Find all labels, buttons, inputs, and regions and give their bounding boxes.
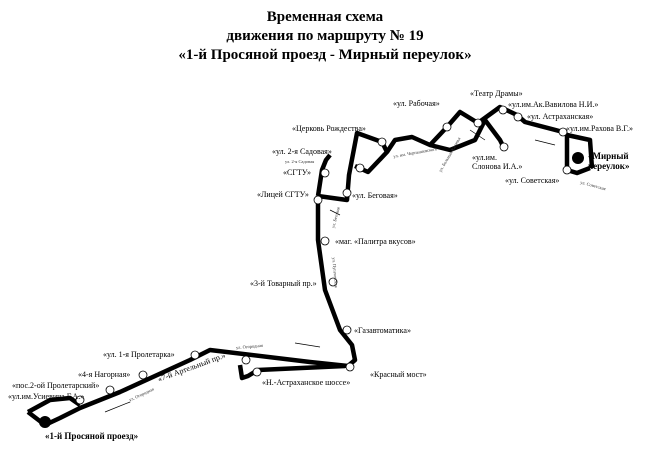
end-terminal-marker	[572, 152, 584, 164]
stop-label-sgtu: «СГТУ»	[283, 168, 312, 177]
stop-label-usievicha: «ул.им.Усиевича Г.А.»	[8, 392, 85, 401]
stop-marker	[328, 277, 338, 287]
stop-marker	[252, 367, 262, 377]
stop-label-krasny: «Красный мост»	[370, 370, 427, 379]
stop-label-slonova-2: Слонова И.А.»	[472, 162, 523, 171]
stop-label-licey: «Лицей СГТУ»	[257, 190, 309, 199]
stop-label-n-astrakh: «Н.-Астраханское шоссе»	[262, 378, 351, 387]
route-line	[26, 104, 595, 428]
stop-markers	[75, 105, 572, 405]
stop-marker	[190, 350, 200, 360]
stop-label-slonova-1: «ул.им.	[472, 153, 497, 162]
stop-marker	[513, 112, 523, 122]
stop-label-gazavto: «Газавтоматика»	[354, 326, 411, 335]
stop-label-vavilova: «ул.им.Ак.Вавилова Н.И.»	[508, 100, 599, 109]
stop-marker	[342, 325, 352, 335]
stop-label-rakhova: «ул.им.Рахова В.Г.»	[566, 124, 633, 133]
stop-marker	[499, 142, 509, 152]
title-line-1: Временная схема	[266, 9, 384, 25]
stop-marker	[138, 370, 148, 380]
stop-marker	[558, 127, 568, 137]
stop-marker	[355, 163, 365, 173]
stop-marker	[105, 385, 115, 395]
stop-marker	[241, 355, 251, 365]
street-label-sadovaya: ул. 2-я Садовая	[285, 159, 315, 164]
stop-marker	[473, 118, 483, 128]
stop-marker	[562, 165, 572, 175]
stop-label-end-2: переулок»	[588, 161, 630, 171]
stop-label-astrakh: «ул. Астраханская»	[527, 112, 594, 121]
stop-marker	[342, 188, 352, 198]
stop-label-nagornaya: «4-я Нагорная»	[78, 370, 131, 379]
stop-label-tovarny: «3-й Товарный пр.»	[250, 279, 317, 288]
stop-marker	[498, 105, 508, 115]
title-line-3: «1-й Просяной проезд - Мирный переулок»	[178, 47, 472, 63]
start-terminal-marker	[39, 416, 51, 428]
stop-label-sadovaya: «ул. 2-я Садовая»	[272, 147, 332, 156]
stop-label-start: «1-й Просяной проезд»	[45, 431, 139, 441]
stop-label-pos2: «пос.2-ой Пролетарский»	[12, 381, 100, 390]
stop-marker	[320, 236, 330, 246]
stop-label-teatr: «Театр Драмы»	[470, 89, 523, 98]
stop-label-begovaya: «ул. Беговая»	[352, 191, 398, 200]
title-line-2: движения по маршруту № 19	[226, 28, 424, 44]
stop-label-rabochaya: «ул. Рабочая»	[393, 99, 440, 108]
stop-marker	[442, 122, 452, 132]
stop-marker	[320, 168, 330, 178]
stop-marker	[75, 395, 85, 405]
stop-marker	[313, 195, 323, 205]
stop-label-proletarka: «ул. 1-я Пролетарка»	[103, 350, 175, 359]
stop-label-sovetskaya: «ул. Советская»	[505, 176, 560, 185]
direction-arrows	[104, 129, 556, 413]
stop-label-end-1: «Мирный	[588, 151, 629, 161]
stop-label-church: «Церковь Рождества»	[292, 124, 366, 133]
stop-label-palitra: «маг. «Палитра вкусов»	[335, 237, 416, 246]
stop-marker	[377, 137, 387, 147]
stop-marker	[345, 362, 355, 372]
